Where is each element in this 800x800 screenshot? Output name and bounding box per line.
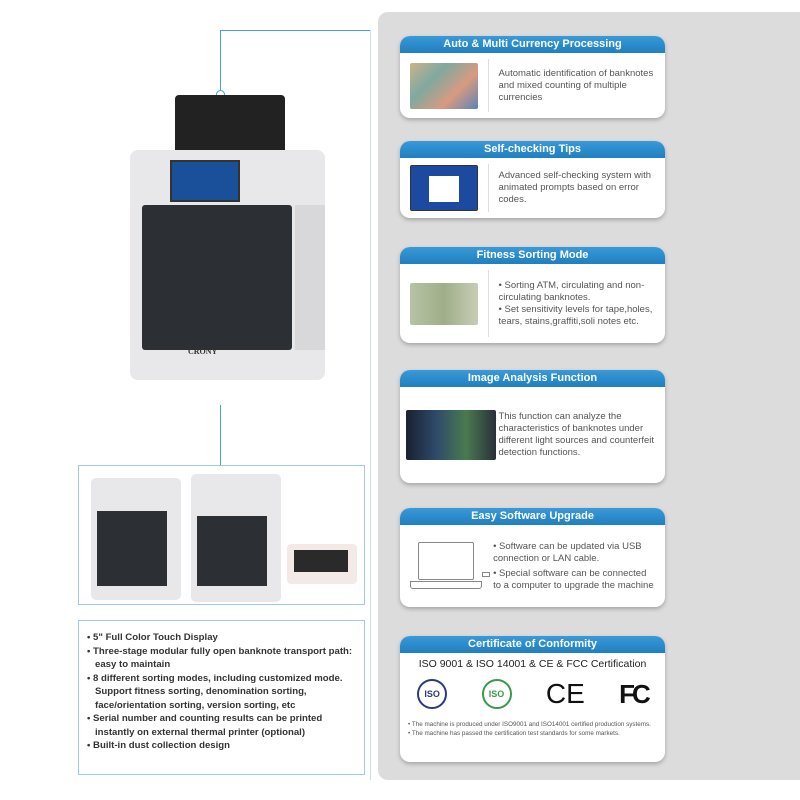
card-title: Fitness Sorting Mode: [400, 247, 665, 264]
card-multi-currency: Auto & Multi Currency Processing Automat…: [400, 36, 665, 118]
connector-line: [220, 405, 221, 465]
card-fitness-sorting: Fitness Sorting Mode • Sorting ATM, circ…: [400, 247, 665, 343]
feature-item: • Serial number and counting results can…: [87, 713, 323, 738]
feature-item: • Three-stage modular fully open banknot…: [87, 645, 353, 671]
card-text: This function can analyze the characteri…: [498, 411, 655, 458]
certificate-subtitle: ISO 9001 & ISO 14001 & CE & FCC Certific…: [418, 658, 647, 670]
card-image-analysis: Image Analysis Function This function ca…: [400, 370, 665, 483]
brand-logo: CRONY: [188, 347, 218, 356]
feature-item: • Built-in dust collection design: [87, 740, 231, 751]
card-text: Automatic identification of banknotes an…: [498, 67, 654, 103]
card-certificate: Certificate of Conformity ISO 9001 & ISO…: [400, 636, 665, 762]
card-title: Auto & Multi Currency Processing: [400, 36, 665, 53]
feature-item: • 5" Full Color Touch Display: [87, 632, 218, 643]
card-self-checking: Self-checking Tips Advanced self-checkin…: [400, 141, 665, 218]
card-text: Advanced self-checking system with anima…: [498, 170, 652, 205]
variants-image-box: [78, 465, 365, 605]
card-title: Self-checking Tips: [400, 141, 665, 158]
card-bullet: • Software can be updated via USB connec…: [493, 540, 642, 564]
connector-line: [220, 30, 221, 92]
analysis-image: [406, 410, 496, 460]
screen-image: [410, 165, 478, 211]
card-bullet: • Special software can be connected to a…: [493, 567, 654, 591]
certificate-note: • The machine has passed the certificati…: [408, 730, 620, 737]
banknote-image: [410, 282, 478, 325]
card-bullet: • Set sensitivity levels for tape,holes,…: [498, 303, 653, 327]
connector-line: [220, 30, 370, 31]
banknote-sorter-image: CRONY: [130, 95, 330, 390]
card-title: Image Analysis Function: [400, 370, 665, 387]
currency-image: [410, 62, 478, 109]
iso-9001-logo: ISO: [417, 679, 448, 709]
card-bullet: • Sorting ATM, circulating and non-circu…: [498, 279, 645, 303]
card-title: Easy Software Upgrade: [400, 508, 665, 525]
laptop-icon: [410, 536, 490, 596]
card-title: Certificate of Conformity: [400, 636, 665, 653]
feature-list: • 5" Full Color Touch Display • Three-st…: [78, 620, 365, 775]
feature-item: • 8 different sorting modes, including c…: [87, 672, 343, 711]
iso-14001-logo: ISO: [481, 679, 512, 709]
ce-logo: CE: [545, 678, 585, 709]
certificate-note: • The machine is produced under ISO9001 …: [408, 721, 651, 728]
divider: [370, 30, 371, 780]
fcc-logo: FC: [619, 678, 651, 709]
card-software-upgrade: Easy Software Upgrade • Software can be …: [400, 508, 665, 607]
